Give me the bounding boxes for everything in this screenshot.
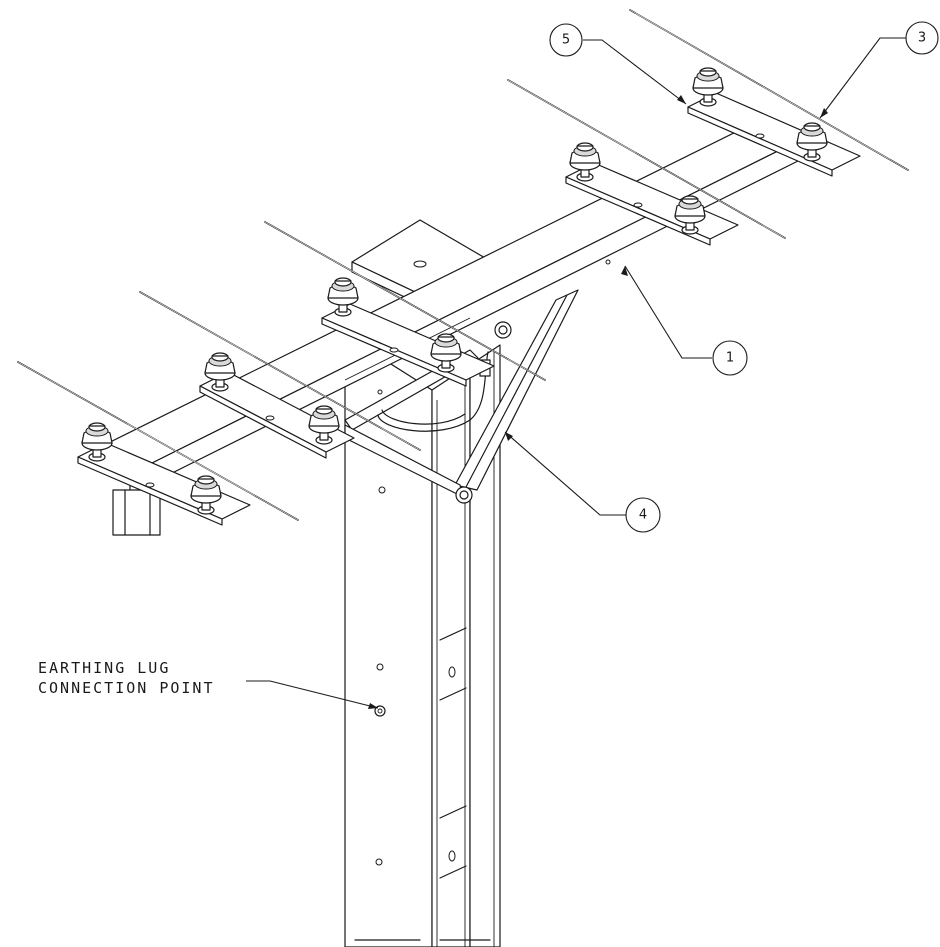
earthing-note: EARTHING LUG CONNECTION POINT [38, 659, 379, 709]
earthing-note-line2: CONNECTION POINT [38, 679, 215, 697]
brace [344, 289, 579, 504]
callout-5-label: 5 [562, 33, 570, 48]
callout-4-label: 4 [639, 508, 647, 523]
callout-5-bubble [549, 23, 583, 57]
callout-1-label: 1 [726, 351, 734, 366]
callout-4-bubble [625, 497, 661, 533]
pole [344, 334, 501, 947]
earthing-lug [374, 705, 386, 717]
conductors [17, 9, 909, 521]
callout-3-label: 3 [918, 31, 926, 46]
callout-3-bubble [905, 21, 939, 55]
callouts: 1 3 4 5 [504, 21, 939, 533]
insulator-assemblies [77, 67, 861, 526]
earthing-note-line1: EARTHING LUG [38, 659, 170, 677]
callout-1-bubble [712, 340, 748, 376]
